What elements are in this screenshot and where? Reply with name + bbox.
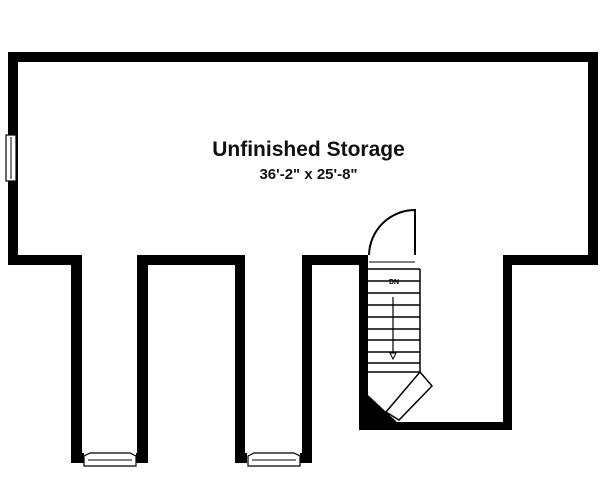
down-arrow-icon <box>389 297 397 361</box>
dormer-window-right <box>247 452 301 467</box>
dormer-window-left <box>83 452 137 467</box>
door-swing-icon <box>368 208 416 256</box>
room-dimensions-text: 36'-2" x 25'-8" <box>259 166 358 183</box>
room-name-text: Unfinished Storage <box>212 138 405 161</box>
staircase <box>368 268 434 422</box>
stair-door-opening <box>369 254 415 265</box>
room-dimensions: 36'-2" x 25'-8" <box>0 166 615 183</box>
stairs-direction-label: DN <box>389 279 399 286</box>
exterior-walls <box>8 52 598 463</box>
room-name: Unfinished Storage <box>0 138 615 162</box>
